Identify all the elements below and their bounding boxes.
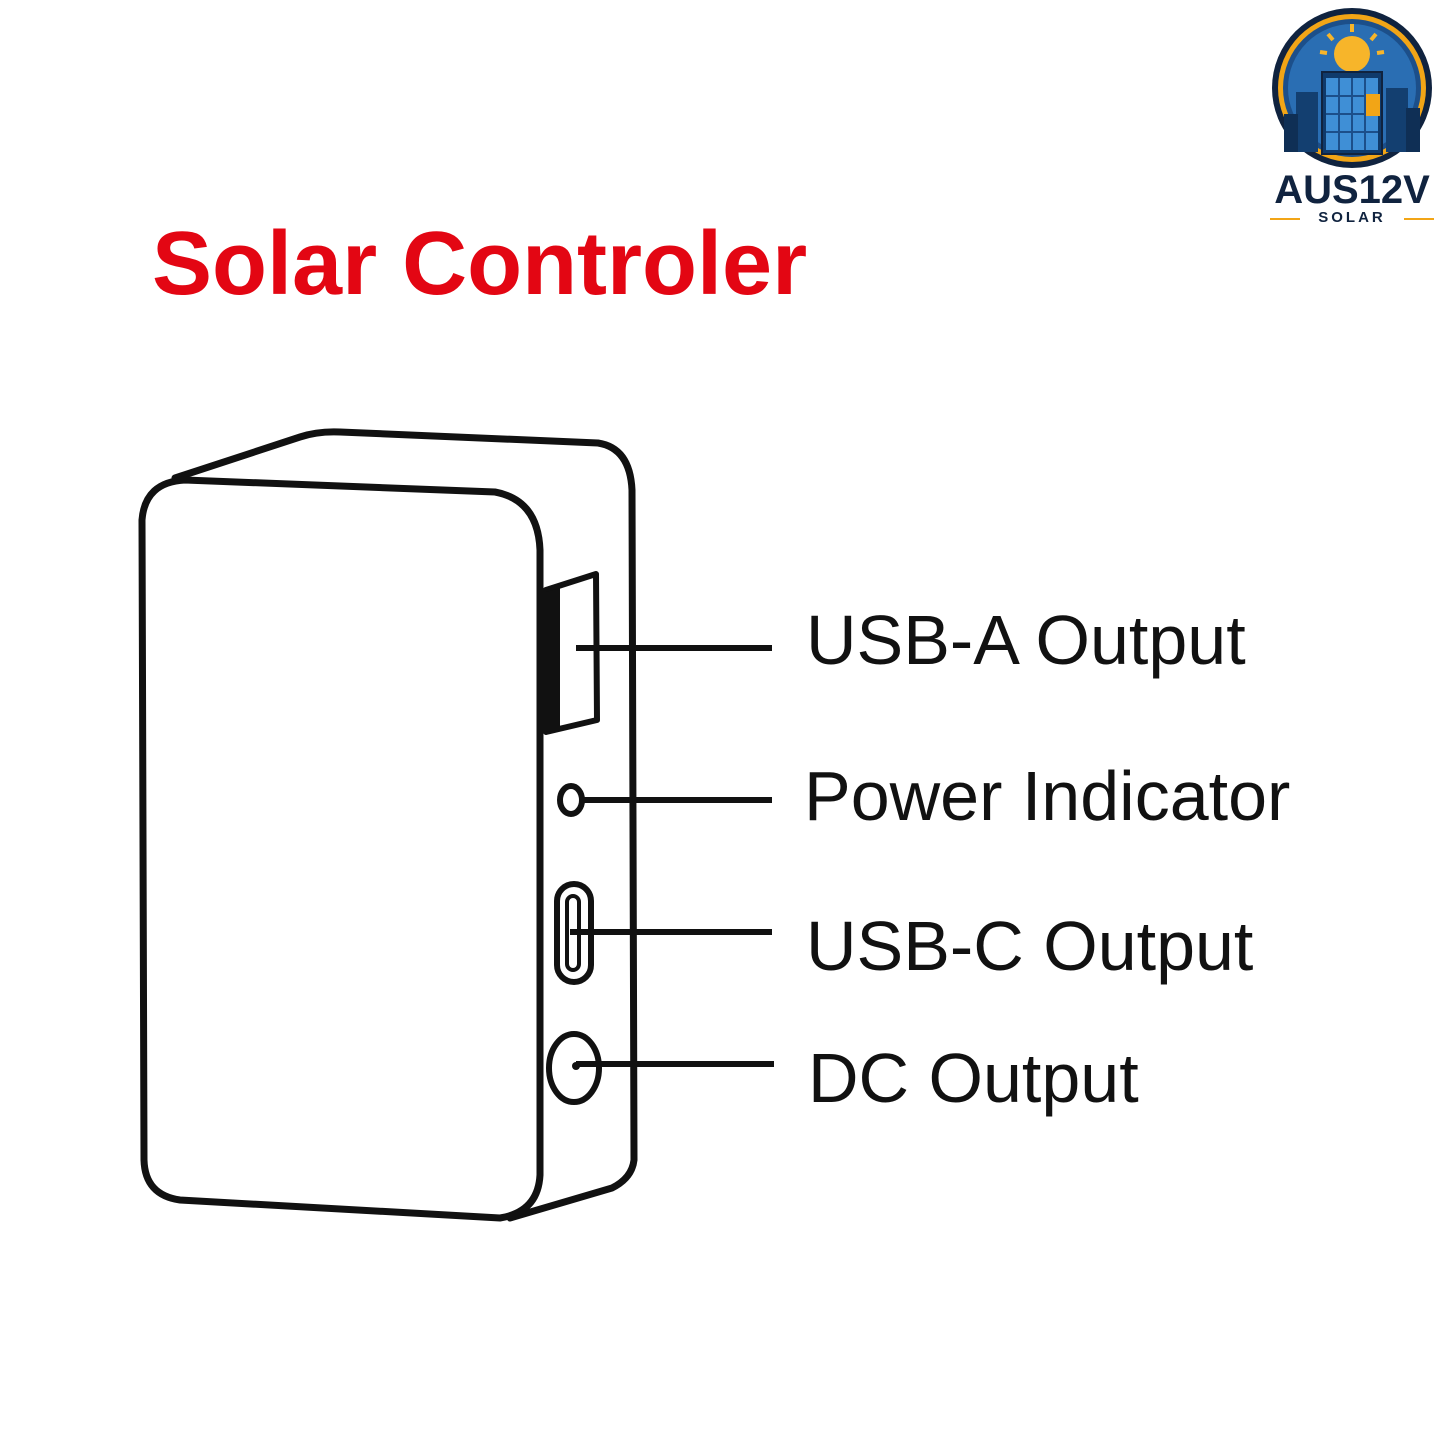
label-usb-a-output: USB-A Output [806,601,1246,679]
label-usb-c-output: USB-C Output [806,907,1254,985]
device-top-outline [171,428,638,1222]
dc-port-icon [546,1031,602,1105]
label-power-indicator: Power Indicator [804,757,1291,835]
usb-a-port-icon [543,571,600,735]
logo-brand-text: AUS12V [1274,168,1430,212]
diagram-title: Solar Controler [152,214,808,314]
device-front-face [138,476,544,1222]
label-dc-output: DC Output [808,1039,1139,1117]
logo-sub-text: SOLAR [1318,209,1386,226]
power-indicator-icon [557,783,585,817]
logo-emblem-icon [1270,8,1434,220]
